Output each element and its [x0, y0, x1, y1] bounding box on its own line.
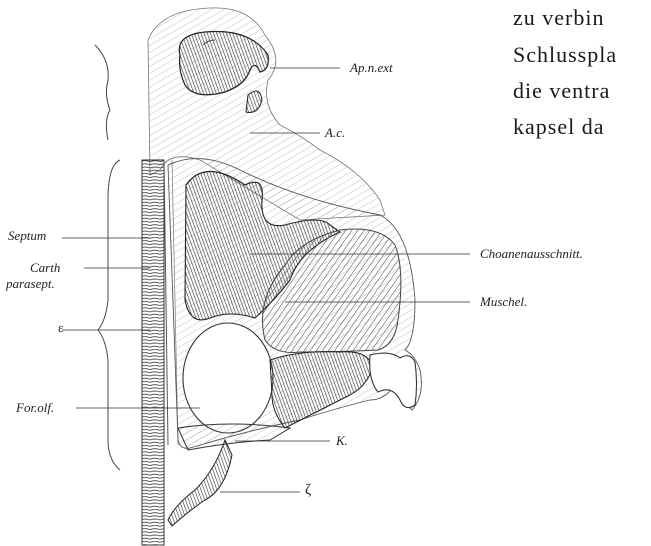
label-muschel: Muschel.	[480, 294, 527, 310]
body-text-line-3: die ventra	[513, 78, 610, 104]
label-zeta: ζ	[305, 482, 311, 499]
label-septum: Septum	[8, 228, 46, 244]
label-parasept: parasept.	[6, 276, 55, 292]
process-zeta	[168, 440, 232, 526]
label-carth: Carth	[30, 260, 60, 276]
plate-k	[178, 424, 290, 450]
left-brace	[98, 160, 120, 470]
label-a-c: A.c.	[325, 125, 345, 141]
lower-dark-region	[270, 352, 372, 428]
body-text-line-1: zu verbin	[513, 5, 604, 31]
septum	[142, 160, 164, 545]
foramen-olfactorium	[183, 323, 273, 433]
label-choanenausschnitt: Choanenausschnitt.	[480, 246, 583, 262]
label-epsilon: ε	[58, 320, 63, 336]
upper-brace	[95, 45, 110, 140]
body-text-line-4: kapsel da	[513, 114, 604, 140]
label-for-olf: For.olf.	[16, 400, 54, 416]
label-ap-n-ext: Ap.n.ext	[350, 60, 393, 76]
body-text-line-2: Schlusspla	[513, 42, 617, 68]
label-k: K.	[336, 433, 348, 449]
